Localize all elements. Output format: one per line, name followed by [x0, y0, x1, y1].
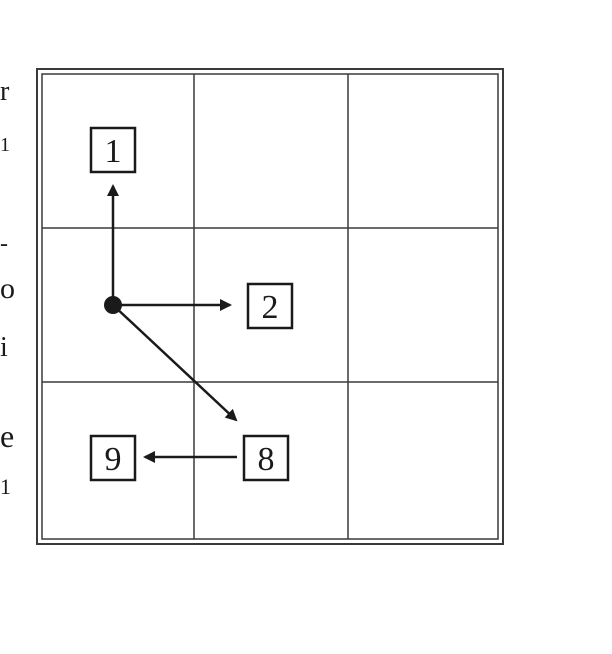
- number-box-9: 9: [89, 434, 137, 482]
- margin-text-fragment-2: 1: [0, 135, 10, 155]
- number-box-1-frame: [89, 126, 137, 174]
- origin-point: [104, 296, 122, 314]
- margin-text-fragment-5: i: [0, 334, 8, 362]
- number-box-8-label: 8: [258, 441, 275, 478]
- margin-text-fragment-1: r: [0, 78, 10, 106]
- margin-text-fragment-6: e: [0, 420, 15, 452]
- arrow-origin-to-8: [112, 304, 238, 422]
- number-box-8: 8: [242, 434, 290, 482]
- grid-inner-frame: [41, 73, 499, 540]
- number-box-1-label: 1: [105, 133, 122, 170]
- margin-text-fragment-7: 1: [0, 476, 11, 498]
- number-box-2-label: 2: [262, 289, 279, 326]
- margin-text-fragment-4: o: [0, 274, 15, 304]
- number-box-1: 1: [89, 126, 137, 174]
- grid-outer-frame: [36, 68, 504, 545]
- number-box-9-frame: [89, 434, 137, 482]
- number-box-9-label: 9: [105, 441, 122, 478]
- number-box-8-frame: [242, 434, 290, 482]
- number-box-2: 2: [246, 282, 294, 330]
- number-box-2-frame: [246, 282, 294, 330]
- margin-text-fragment-3: -: [0, 232, 8, 256]
